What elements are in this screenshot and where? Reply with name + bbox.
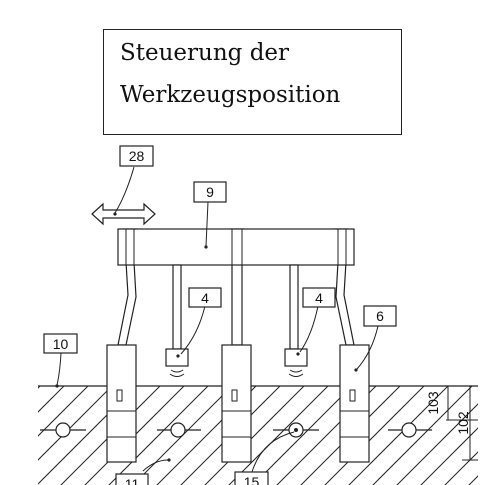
sensor-dot-left: [176, 354, 180, 358]
hatch-line: [38, 386, 89, 437]
plant-3-center-dot: [294, 428, 298, 432]
label-box-28: [119, 145, 154, 167]
hatch-line: [204, 386, 305, 485]
hatch-line: [444, 451, 478, 485]
hatch-line: [252, 386, 353, 485]
label-box-4-right: [302, 287, 336, 308]
leader-4-right: [299, 305, 319, 353]
hatch-line: [228, 386, 329, 485]
label-102: 102: [455, 411, 471, 435]
soil-dot: [167, 458, 171, 462]
hatch-line: [38, 386, 41, 389]
tool-block-left: [106, 344, 137, 463]
label-9: 9: [206, 184, 214, 200]
label-28: 28: [129, 148, 145, 164]
label-box-11: [115, 473, 149, 485]
label-103: 103: [425, 391, 441, 415]
movement-arrow: [91, 202, 156, 226]
plant-4: [401, 422, 417, 438]
tool-blocks: [106, 344, 370, 463]
label-6: 6: [376, 308, 384, 324]
tine-rod-middle: [231, 261, 243, 346]
frame-dot: [204, 245, 208, 249]
sensor-box-right: [284, 348, 308, 367]
movement-arrow-dot: [113, 212, 117, 216]
title-box: Steuerung der Werkzeugsposition: [103, 29, 402, 135]
sensor-rod-right: [289, 264, 299, 350]
tine-rod-right: [335, 261, 355, 346]
title-line-2: Werkzeugsposition: [120, 82, 341, 108]
plant-2: [170, 422, 186, 438]
hatch-line: [348, 386, 449, 485]
depth-dimensions: [418, 385, 478, 461]
plants: [40, 422, 432, 438]
label-15: 15: [244, 474, 260, 485]
hatch-line: [38, 386, 65, 413]
leader-15: [251, 431, 295, 473]
leader-11: [142, 459, 169, 472]
label-10: 10: [53, 336, 69, 352]
leader-28: [114, 166, 135, 214]
label-box-10: [43, 333, 78, 354]
leader-9: [205, 201, 209, 247]
plant-1: [55, 422, 71, 438]
tool-block-details: [107, 389, 369, 438]
tool-block-middle: [221, 344, 252, 463]
label-4-right: 4: [315, 290, 323, 306]
ground-dot: [55, 384, 59, 388]
tine-rod-left: [117, 261, 137, 346]
sensor-signal-waves: [169, 369, 304, 377]
leader-4-left: [180, 305, 206, 355]
label-box-6: [363, 305, 397, 327]
hatch-line: [396, 403, 478, 485]
frame-beam: [117, 228, 355, 266]
title-line-1: Steuerung der: [120, 40, 290, 66]
label-box-15: [234, 471, 269, 485]
label-texts: 28 9 4 4 6 10 11 15 103 102: [53, 148, 471, 485]
hatch-line: [372, 386, 473, 485]
sensor-assemblies: [165, 264, 308, 367]
sensor-dot-right: [296, 352, 300, 356]
leader-lines: [56, 166, 379, 473]
hatch-line: [108, 386, 209, 485]
sensor-box-left: [165, 348, 189, 367]
sensor-rod-left: [172, 264, 182, 350]
hatch-line: [324, 386, 425, 485]
label-11: 11: [125, 476, 140, 485]
label-4-left: 4: [201, 290, 209, 306]
label-boxes: [43, 145, 397, 485]
leader-6: [356, 325, 379, 370]
label-box-4-left: [188, 287, 222, 308]
tool-block-right: [339, 344, 370, 463]
label-box-9: [193, 181, 227, 203]
leader-10: [56, 352, 62, 386]
tine-dot: [354, 368, 358, 372]
